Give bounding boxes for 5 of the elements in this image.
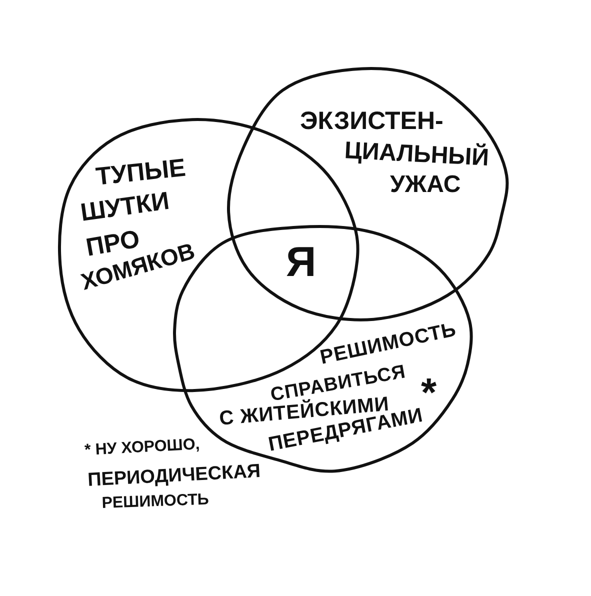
- category-label: ЭКЗИСТЕН- ЦИАЛЬНЫЙ УЖАС: [300, 108, 490, 197]
- footnote: * НУ ХОРОШО, ПЕРИОДИЧЕСКАЯ РЕШИМОСТЬ: [84, 437, 261, 512]
- center-label: Я: [286, 241, 316, 284]
- venn-circle: [227, 66, 510, 321]
- footnote-mark: *: [420, 374, 437, 400]
